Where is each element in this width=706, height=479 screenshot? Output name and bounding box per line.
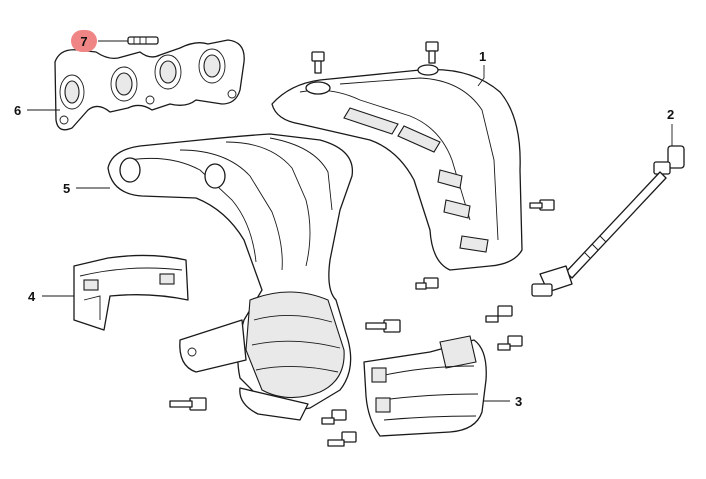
bolt[interactable] bbox=[169, 397, 207, 411]
callout-7[interactable]: 7 bbox=[71, 30, 97, 52]
part-5-exhaust-manifold[interactable] bbox=[107, 133, 354, 421]
part-7-stud[interactable] bbox=[127, 36, 159, 45]
bolt[interactable] bbox=[327, 431, 357, 447]
part-1-heat-shield-upper[interactable] bbox=[271, 64, 523, 271]
bolt[interactable] bbox=[321, 409, 347, 425]
callout-1[interactable]: 1 bbox=[479, 49, 487, 64]
leader-lines bbox=[27, 40, 673, 402]
bolt[interactable] bbox=[485, 305, 513, 323]
callout-5[interactable]: 5 bbox=[63, 181, 71, 196]
part-4-bracket-shield[interactable] bbox=[73, 254, 189, 331]
bolt[interactable] bbox=[311, 51, 325, 74]
callout-2[interactable]: 2 bbox=[667, 107, 675, 122]
callout-6[interactable]: 6 bbox=[14, 103, 22, 118]
part-2-oxygen-sensor[interactable] bbox=[531, 145, 685, 297]
bolt[interactable] bbox=[415, 277, 439, 290]
bolt[interactable] bbox=[529, 199, 555, 211]
part-6-gasket[interactable] bbox=[54, 39, 245, 131]
callout-4[interactable]: 4 bbox=[28, 289, 36, 304]
callout-3[interactable]: 3 bbox=[515, 394, 523, 409]
bolt[interactable] bbox=[497, 335, 523, 351]
part-3-heat-shield-lower[interactable] bbox=[363, 335, 487, 437]
bolt[interactable] bbox=[425, 41, 439, 64]
bolt[interactable] bbox=[365, 319, 401, 333]
